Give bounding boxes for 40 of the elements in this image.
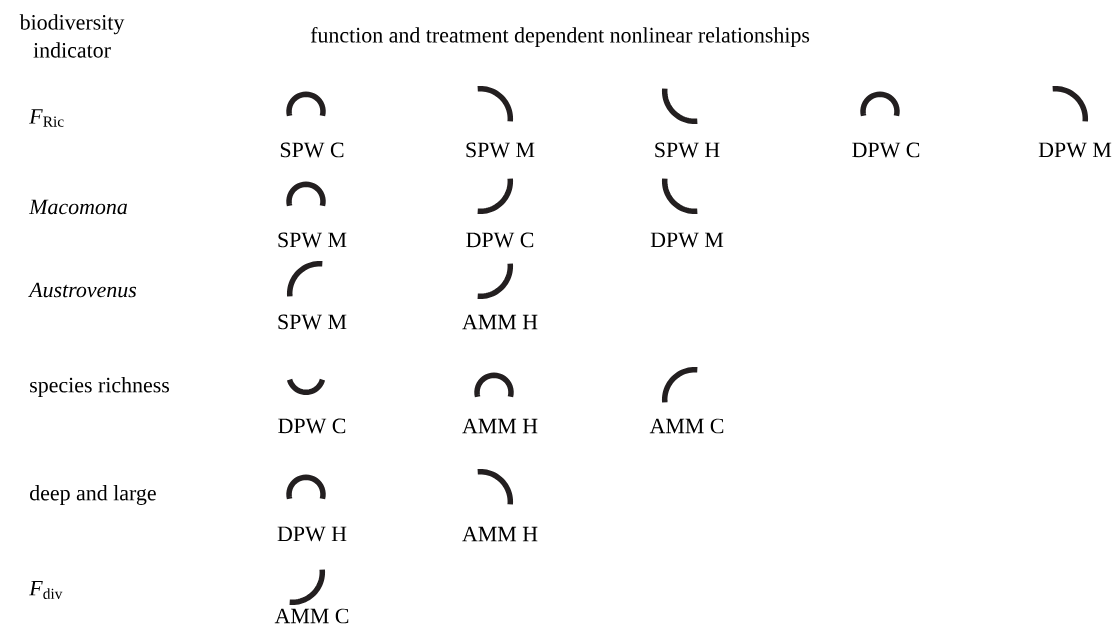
curve-label: SPW M — [278, 314, 347, 330]
curve-label: AMM C — [274, 608, 349, 624]
curve-glyph — [860, 91, 900, 117]
row-label: Austrovenus — [28, 282, 137, 298]
curve-label: DPW C — [466, 232, 534, 248]
curve-glyph — [477, 178, 514, 215]
curve-label: DPW M — [1038, 142, 1112, 158]
curve-label: DPW C — [852, 142, 920, 158]
row-label: F$_{Ric}$ — [29, 109, 64, 127]
curve-label: AMM C — [649, 418, 724, 434]
row-label: species richness — [30, 377, 169, 397]
column-heading: biodiversity indicator — [19, 14, 125, 58]
curve-glyph — [661, 88, 698, 125]
curve-glyph — [286, 260, 323, 297]
curve-label: DPW H — [277, 526, 347, 542]
curve-label: AMM H — [462, 526, 538, 542]
row-label: F$_{div}$ — [29, 580, 63, 599]
curve-glyph — [1052, 85, 1089, 122]
curve-glyph — [286, 91, 326, 117]
curve-label: DPW M — [650, 232, 724, 248]
curve-glyph — [661, 178, 698, 215]
curve-label: SPW M — [278, 232, 347, 248]
curve-glyph — [287, 378, 325, 396]
curve-glyph — [477, 85, 514, 122]
curve-label: AMM H — [462, 418, 538, 434]
curve-glyph — [286, 474, 326, 500]
curve-glyph — [477, 263, 514, 300]
row-label: Macomona — [28, 199, 127, 215]
curve-label: AMM H — [462, 314, 538, 330]
curve-label: SPW M — [466, 142, 535, 158]
column-heading: function and treatment dependent nonlinear relationships — [310, 26, 810, 48]
curve-glyph — [474, 372, 514, 398]
curve-glyph — [289, 569, 326, 606]
curve-glyph — [477, 468, 514, 505]
row-label: deep and large — [30, 485, 156, 505]
curve-label: SPW C — [280, 142, 344, 158]
curve-label: SPW H — [655, 142, 720, 158]
curve-glyph — [661, 366, 698, 403]
curve-label: DPW C — [278, 418, 346, 434]
curve-glyph — [286, 181, 326, 207]
